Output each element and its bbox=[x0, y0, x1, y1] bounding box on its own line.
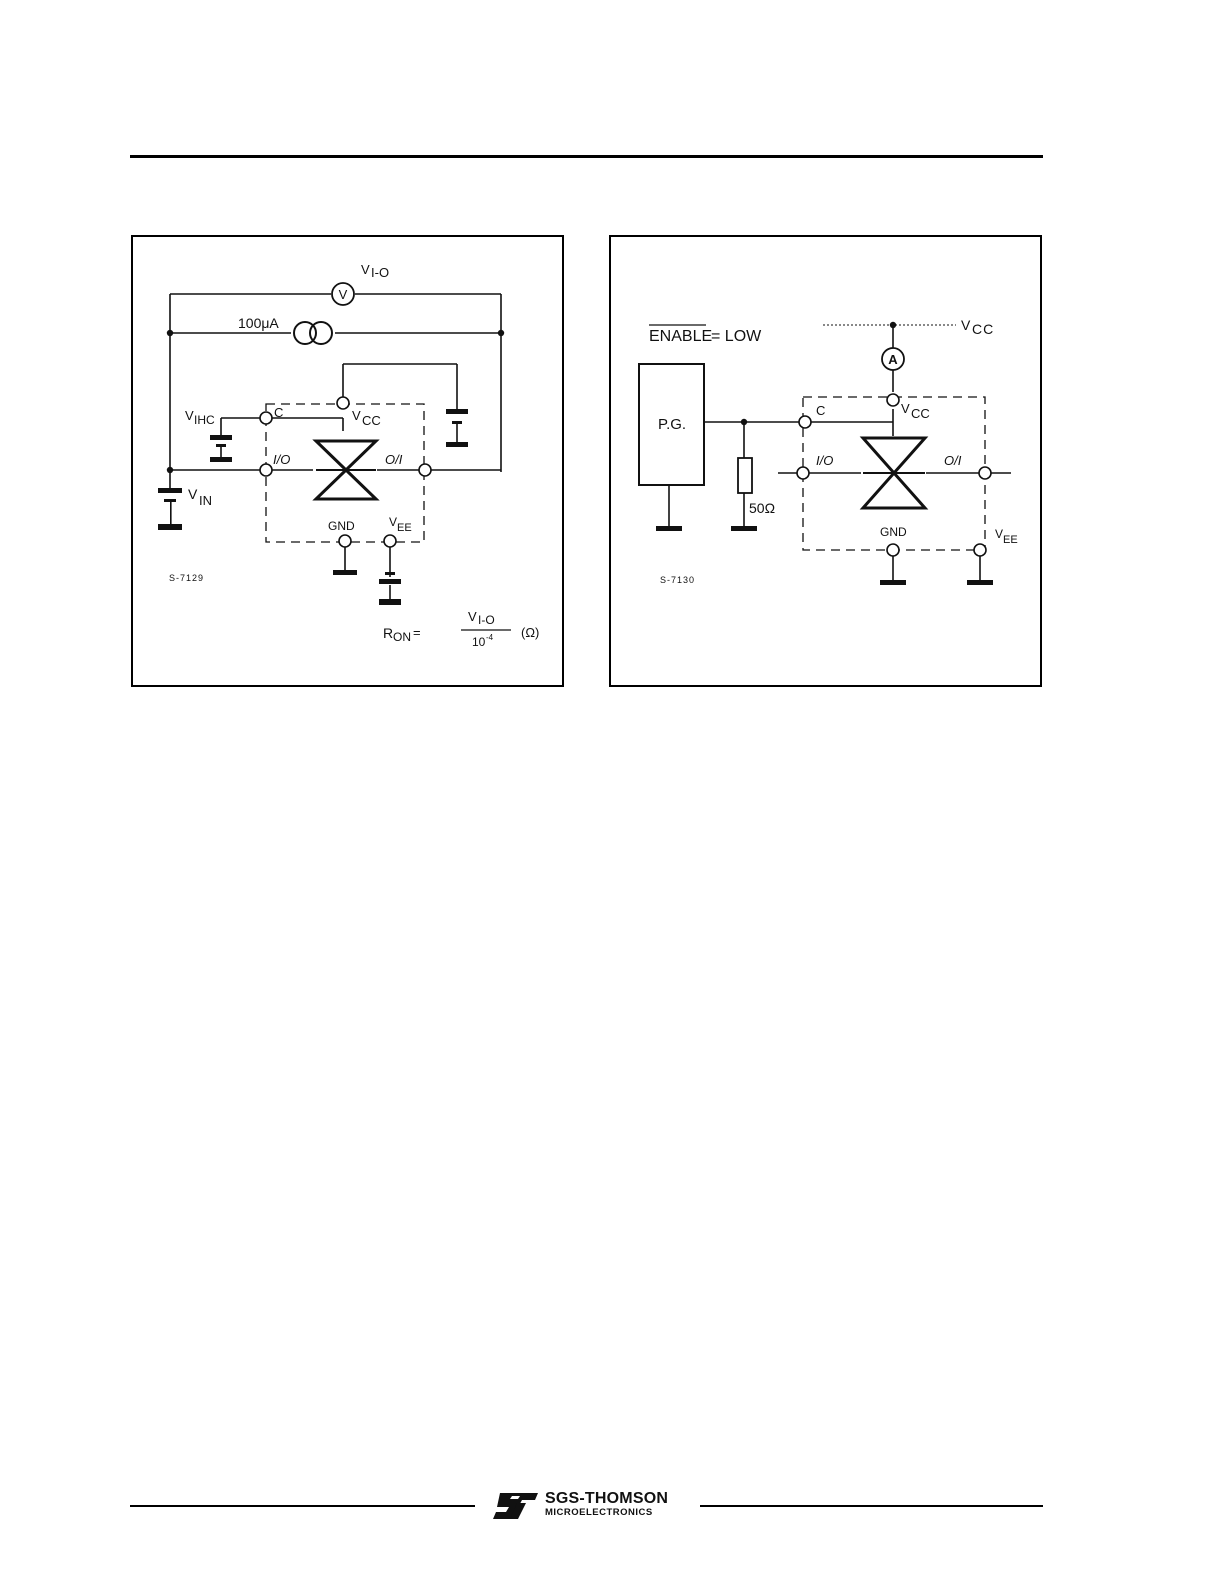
company-logo: SGS-THOMSON MICROELECTRONICS bbox=[490, 1490, 690, 1522]
label-vin-sub: IN bbox=[199, 493, 212, 508]
brand-name: SGS-THOMSON bbox=[545, 1490, 668, 1508]
formula-equals: = bbox=[413, 625, 421, 640]
formula-numerator-sub: I-O bbox=[478, 613, 495, 627]
formula-denominator: 10 bbox=[472, 635, 486, 649]
label-gnd: GND bbox=[328, 519, 355, 533]
label-oi: O/I bbox=[944, 453, 962, 468]
pin-vcc-circle bbox=[887, 394, 899, 406]
label-oi: O/I bbox=[385, 452, 403, 467]
label-c: C bbox=[274, 405, 283, 420]
label-c: C bbox=[816, 403, 825, 418]
label-current: 100μA bbox=[238, 315, 279, 331]
label-vcc-sub: CC bbox=[911, 406, 930, 421]
footer-rule-right bbox=[700, 1505, 1043, 1507]
label-vcc-top: V bbox=[961, 317, 971, 333]
label-enable-value: = LOW bbox=[711, 328, 762, 345]
figure-code: S-7130 bbox=[660, 575, 695, 585]
label-vee: V bbox=[995, 527, 1003, 541]
pin-gnd-circle bbox=[339, 535, 351, 547]
pin-c-circle bbox=[799, 416, 811, 428]
pin-vee-circle bbox=[384, 535, 396, 547]
st-logo-icon bbox=[490, 1490, 540, 1522]
formula-unit: (Ω) bbox=[521, 625, 539, 640]
label-vio-sub: I-O bbox=[371, 265, 389, 280]
label-vcc: V bbox=[901, 401, 910, 416]
label-vihc-sub: IHC bbox=[194, 413, 215, 427]
ammeter-label: A bbox=[888, 352, 898, 367]
current-source-icon bbox=[294, 322, 332, 344]
ron-schematic: V V I-O 100μA V IHC C V CC I/O O/I V IN … bbox=[133, 237, 566, 689]
pin-oi-circle bbox=[979, 467, 991, 479]
ground-resistor-icon bbox=[731, 526, 757, 531]
label-vee: V bbox=[389, 515, 397, 529]
label-gnd: GND bbox=[880, 525, 907, 539]
formula-ron-sub: ON bbox=[393, 630, 411, 644]
ground-gnd-icon bbox=[333, 570, 357, 575]
ground-pg-icon bbox=[656, 526, 682, 531]
label-pg: P.G. bbox=[658, 416, 686, 433]
label-vcc-top-sub: CC bbox=[972, 321, 994, 337]
battery-vin-icon bbox=[158, 488, 182, 530]
label-vcc: V bbox=[352, 408, 361, 423]
label-io: I/O bbox=[273, 452, 290, 467]
label-io: I/O bbox=[816, 453, 833, 468]
ground-gnd-icon bbox=[880, 580, 906, 585]
pin-vcc-circle bbox=[337, 397, 349, 409]
label-vihc: V bbox=[185, 408, 194, 423]
formula-denominator-exp: -4 bbox=[486, 633, 494, 642]
label-vee-sub: EE bbox=[1003, 534, 1018, 546]
label-vee-sub: EE bbox=[397, 522, 412, 534]
ground-vee-icon bbox=[967, 580, 993, 585]
pin-vee-circle bbox=[974, 544, 986, 556]
brand-subtitle: MICROELECTRONICS bbox=[545, 1507, 653, 1518]
pin-c-circle bbox=[260, 412, 272, 424]
switching-schematic: A ENABLE = LOW V CC P.G. C V CC I/O O/I … bbox=[611, 237, 1044, 689]
pin-oi-circle bbox=[419, 464, 431, 476]
pin-gnd-circle bbox=[887, 544, 899, 556]
footer-rule-left bbox=[130, 1505, 475, 1507]
figure-code: S-7129 bbox=[169, 573, 204, 583]
label-vcc-sub: CC bbox=[362, 413, 381, 428]
header-rule bbox=[130, 155, 1043, 158]
pin-io-circle bbox=[260, 464, 272, 476]
label-enable: ENABLE bbox=[649, 328, 712, 345]
figure-switching-test-circuit: A ENABLE = LOW V CC P.G. C V CC I/O O/I … bbox=[609, 235, 1042, 687]
label-vin: V bbox=[188, 486, 198, 502]
label-resistor: 50Ω bbox=[749, 500, 775, 516]
voltmeter-label: V bbox=[339, 287, 348, 302]
formula-ron: R bbox=[383, 625, 393, 641]
label-vio: V bbox=[361, 262, 370, 277]
formula-numerator: V bbox=[468, 609, 477, 624]
pin-io-circle bbox=[797, 467, 809, 479]
figure-ron-test-circuit: V V I-O 100μA V IHC C V CC I/O O/I V IN … bbox=[131, 235, 564, 687]
